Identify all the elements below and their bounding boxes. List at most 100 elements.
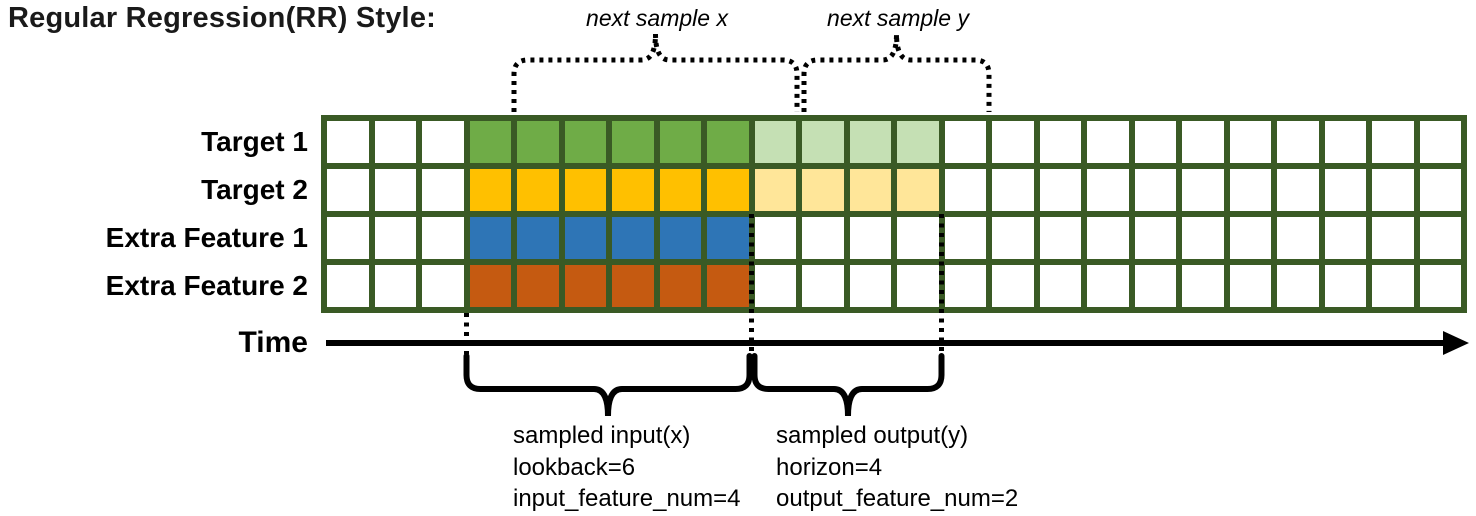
grid-cell-gold	[659, 169, 701, 211]
grid-cell-white	[1039, 265, 1081, 307]
grid-cell-white	[1087, 121, 1129, 163]
sampled-input-annotation: sampled input(x) lookback=6 input_featur…	[513, 420, 843, 515]
grid-cell-white	[1372, 265, 1414, 307]
grid-cell-white	[422, 217, 464, 259]
grid-cell-white	[1039, 169, 1081, 211]
output-feature-num-value: output_feature_num=2	[776, 485, 1019, 512]
grid-cell-green	[612, 121, 654, 163]
grid-cell-white	[897, 265, 939, 307]
grid-cell-white	[374, 169, 416, 211]
grid-cell-white	[1277, 121, 1319, 163]
grid-cell-green	[659, 121, 701, 163]
grid-cell-white	[374, 121, 416, 163]
grid-cell-white	[992, 169, 1034, 211]
grid-cell-gold	[707, 169, 749, 211]
grid-cell-white	[327, 121, 369, 163]
sampled-output-title: sampled output(y)	[776, 422, 969, 449]
next-sample-y-brace	[801, 33, 992, 112]
grid-cell-light-green	[897, 121, 939, 163]
horizon-value: horizon=4	[776, 453, 883, 481]
grid-cell-white	[1182, 217, 1224, 259]
grid-cell-white	[1324, 265, 1366, 307]
grid-cell-white	[802, 217, 844, 259]
next-sample-x-label: next sample x	[586, 5, 728, 31]
grid-cell-white	[1419, 265, 1461, 307]
sampled-input-title: sampled input(x)	[513, 422, 691, 449]
grid-cell-green	[517, 121, 559, 163]
row-label-extra-feature-2: Extra Feature 2	[105, 270, 308, 301]
grid-cell-white	[1324, 121, 1366, 163]
grid-cell-light-gold	[802, 169, 844, 211]
time-axis-arrowhead	[1443, 331, 1469, 355]
output-brace	[751, 353, 945, 417]
grid-cell-white	[992, 217, 1034, 259]
grid-cell-blue	[517, 217, 559, 259]
grid-cell-blue	[469, 217, 511, 259]
grid-cell-gold	[612, 169, 654, 211]
grid-cell-orange	[517, 265, 559, 307]
grid-cell-white	[1419, 121, 1461, 163]
grid-cell-white	[422, 121, 464, 163]
grid-cell-white	[992, 265, 1034, 307]
grid-cell-white	[1277, 169, 1319, 211]
grid-cell-white	[1039, 217, 1081, 259]
grid-cell-white	[1134, 121, 1176, 163]
grid-cell-white	[1229, 217, 1271, 259]
grid-cell-orange	[469, 265, 511, 307]
grid-cell-white	[1087, 169, 1129, 211]
grid-cell-light-gold	[897, 169, 939, 211]
grid-cell-white	[802, 265, 844, 307]
grid-cell-gold	[517, 169, 559, 211]
next-sample-x-brace	[511, 33, 800, 112]
grid-cell-white	[1134, 265, 1176, 307]
grid-cell-white	[1419, 217, 1461, 259]
time-series-sample-grid	[321, 115, 1467, 313]
grid-cell-white	[422, 169, 464, 211]
grid-cell-white	[944, 121, 986, 163]
grid-cell-blue	[612, 217, 654, 259]
grid-cell-white	[1039, 121, 1081, 163]
grid-cell-green	[469, 121, 511, 163]
grid-cell-white	[1229, 265, 1271, 307]
grid-cell-white	[374, 265, 416, 307]
grid-cell-orange	[659, 265, 701, 307]
grid-cell-white	[327, 265, 369, 307]
grid-cell-white	[944, 265, 986, 307]
grid-cell-white	[849, 217, 891, 259]
grid-cell-light-green	[849, 121, 891, 163]
grid-cell-white	[849, 265, 891, 307]
grid-cell-white	[1324, 217, 1366, 259]
grid-cell-white	[754, 265, 796, 307]
grid-cell-white	[374, 217, 416, 259]
grid-cell-white	[422, 265, 464, 307]
grid-cell-white	[1372, 169, 1414, 211]
grid-cell-light-green	[802, 121, 844, 163]
row-label-target-2: Target 2	[201, 174, 308, 205]
input-brace	[463, 353, 753, 417]
grid-cell-gold	[564, 169, 606, 211]
grid-cell-orange	[612, 265, 654, 307]
grid-cell-green	[707, 121, 749, 163]
grid-cell-white	[1324, 169, 1366, 211]
grid-cell-white	[1134, 169, 1176, 211]
next-sample-y-label: next sample y	[827, 5, 969, 31]
grid-cell-white	[1229, 121, 1271, 163]
input-feature-num-value: input_feature_num=4	[513, 485, 741, 512]
grid-cell-gold	[469, 169, 511, 211]
grid-cell-light-gold	[754, 169, 796, 211]
grid-cell-white	[1372, 121, 1414, 163]
grid-cell-white	[327, 217, 369, 259]
grid-cell-green	[564, 121, 606, 163]
grid-cell-white	[1182, 121, 1224, 163]
row-label-target-1: Target 1	[201, 126, 308, 157]
grid-cell-white	[992, 121, 1034, 163]
lookback-value: lookback=6	[513, 453, 636, 481]
grid-cell-light-gold	[849, 169, 891, 211]
grid-cell-light-green	[754, 121, 796, 163]
grid-cell-white	[1134, 217, 1176, 259]
grid-cell-orange	[707, 265, 749, 307]
grid-cell-white	[944, 217, 986, 259]
grid-cell-white	[1182, 169, 1224, 211]
grid-cell-white	[1229, 169, 1271, 211]
